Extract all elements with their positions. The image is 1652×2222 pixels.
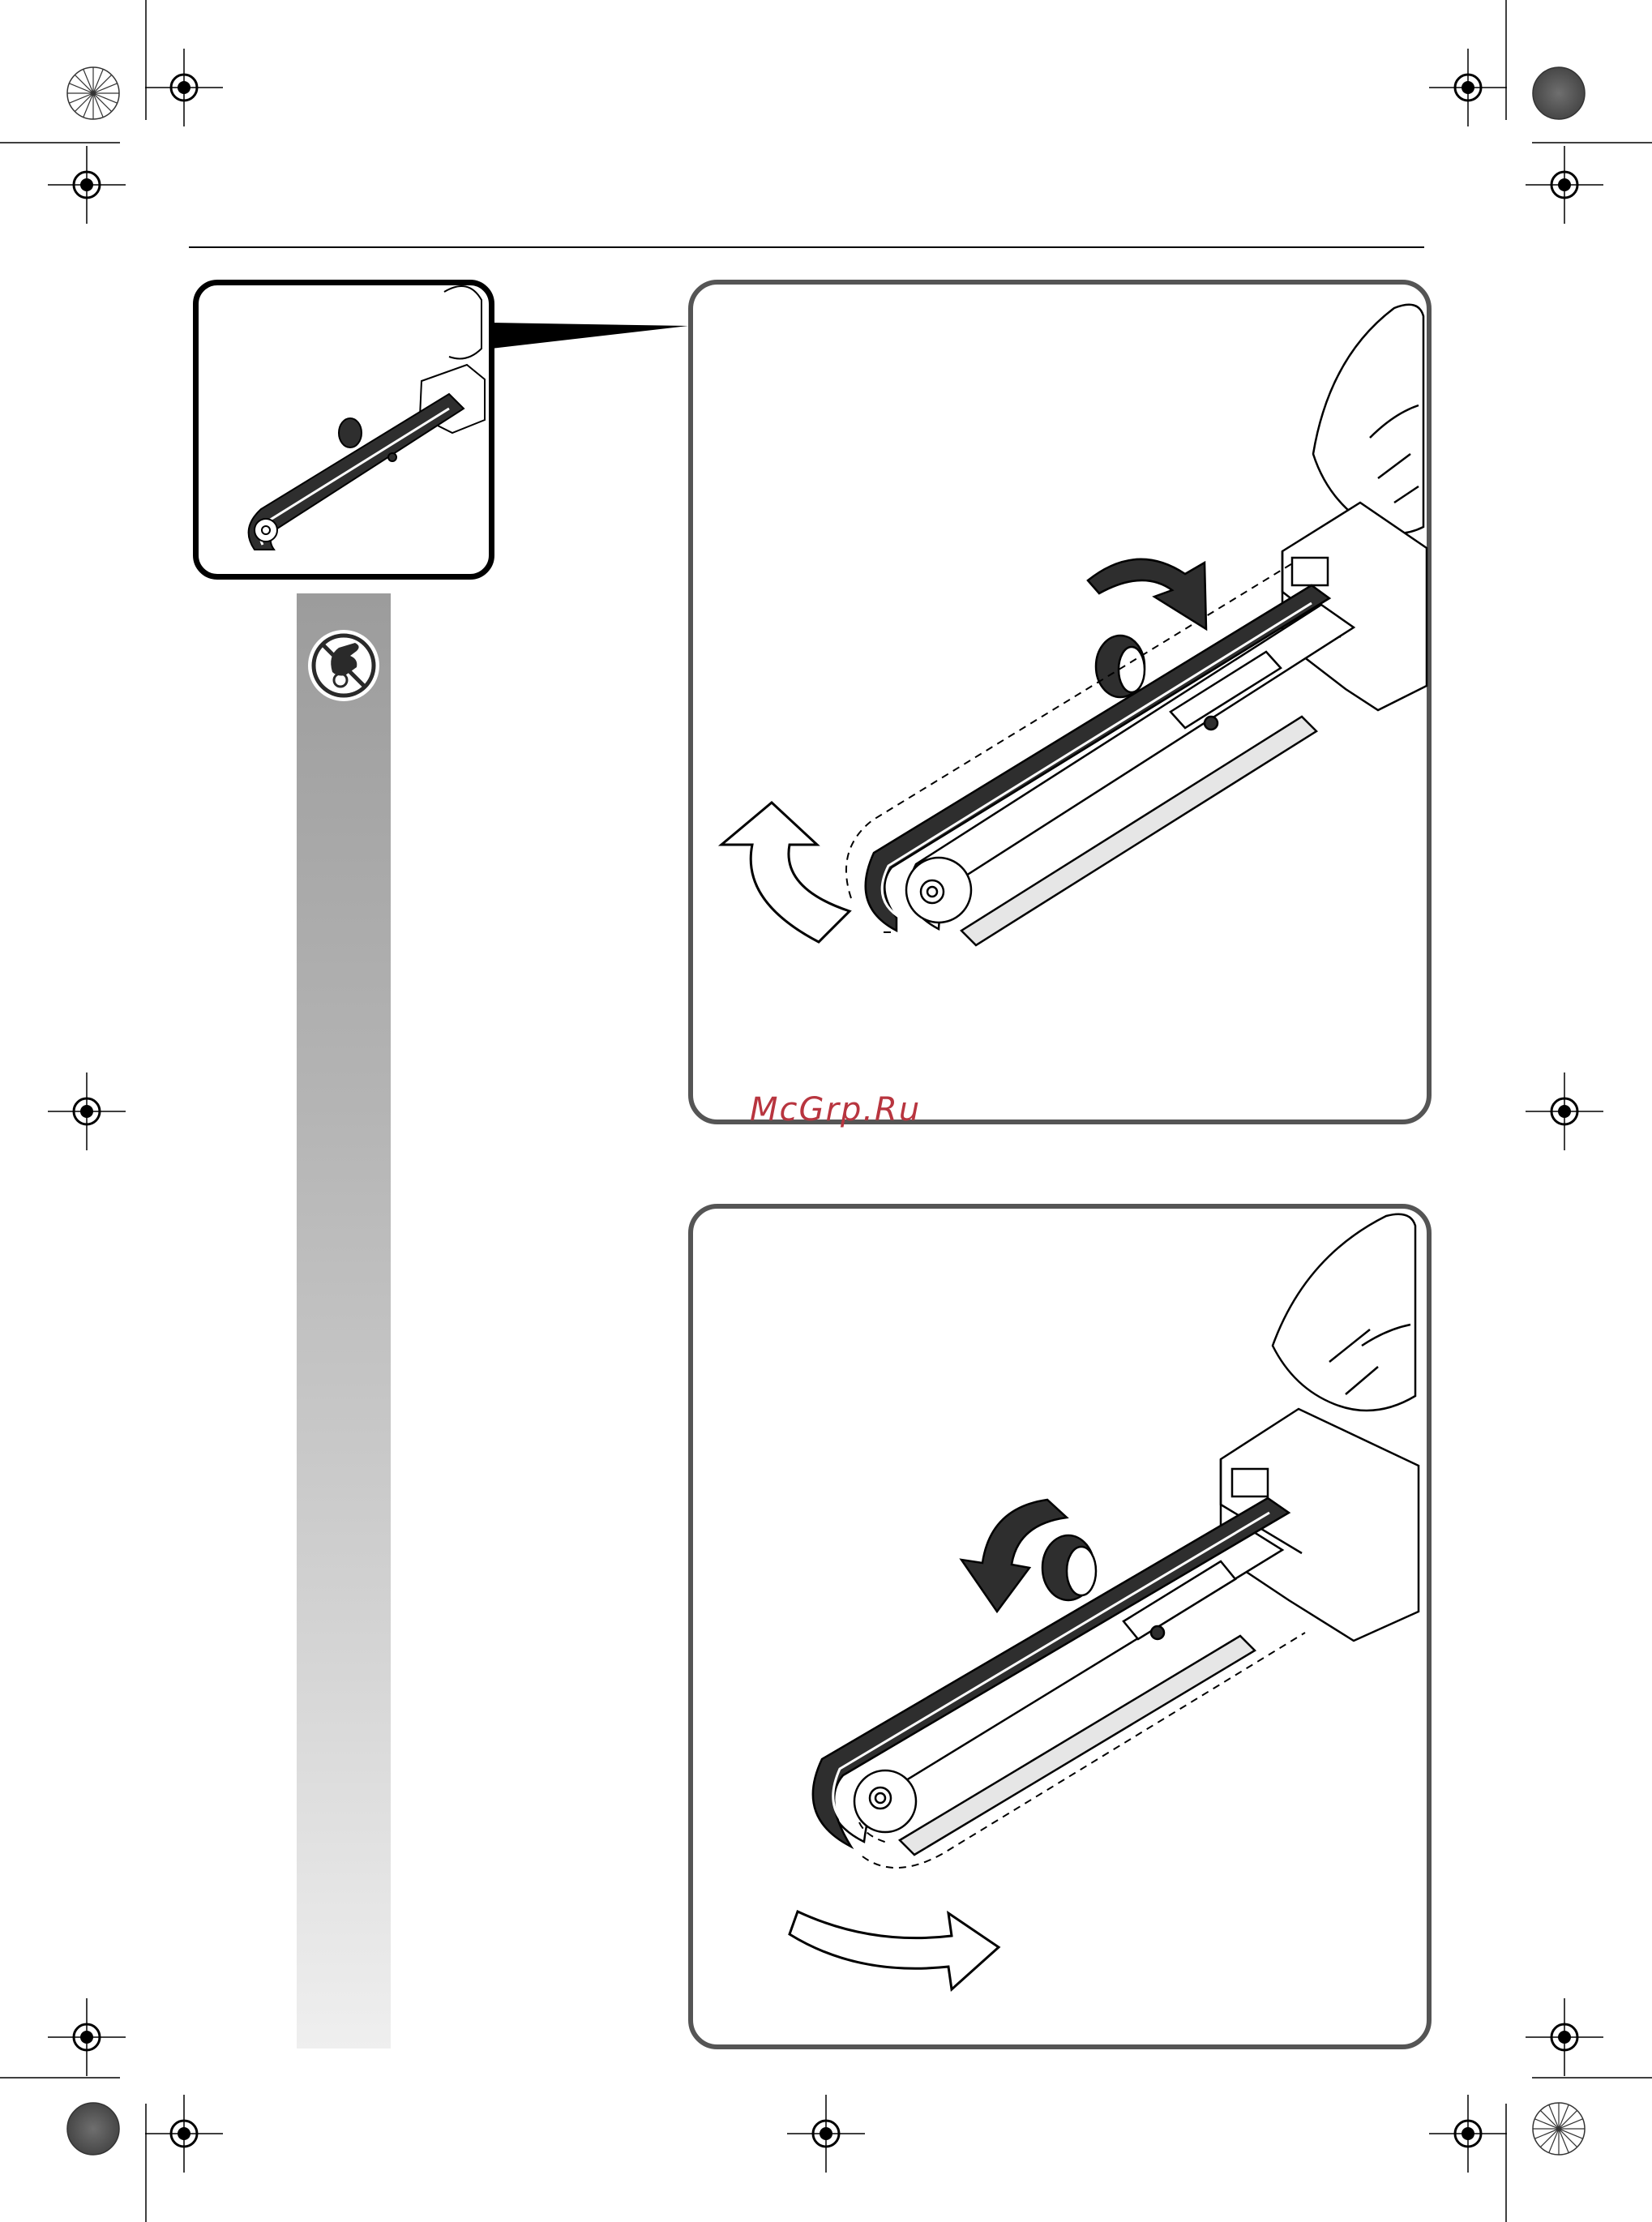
inset-tool-drawing — [249, 286, 485, 550]
figure-1-tool-drawing — [721, 305, 1427, 945]
watermark-text: McGrp.Ru — [750, 1091, 921, 1128]
no-hand-contact-icon — [308, 630, 379, 701]
figure-2-tool-drawing — [790, 1214, 1419, 1989]
callout-pointer — [491, 323, 688, 349]
